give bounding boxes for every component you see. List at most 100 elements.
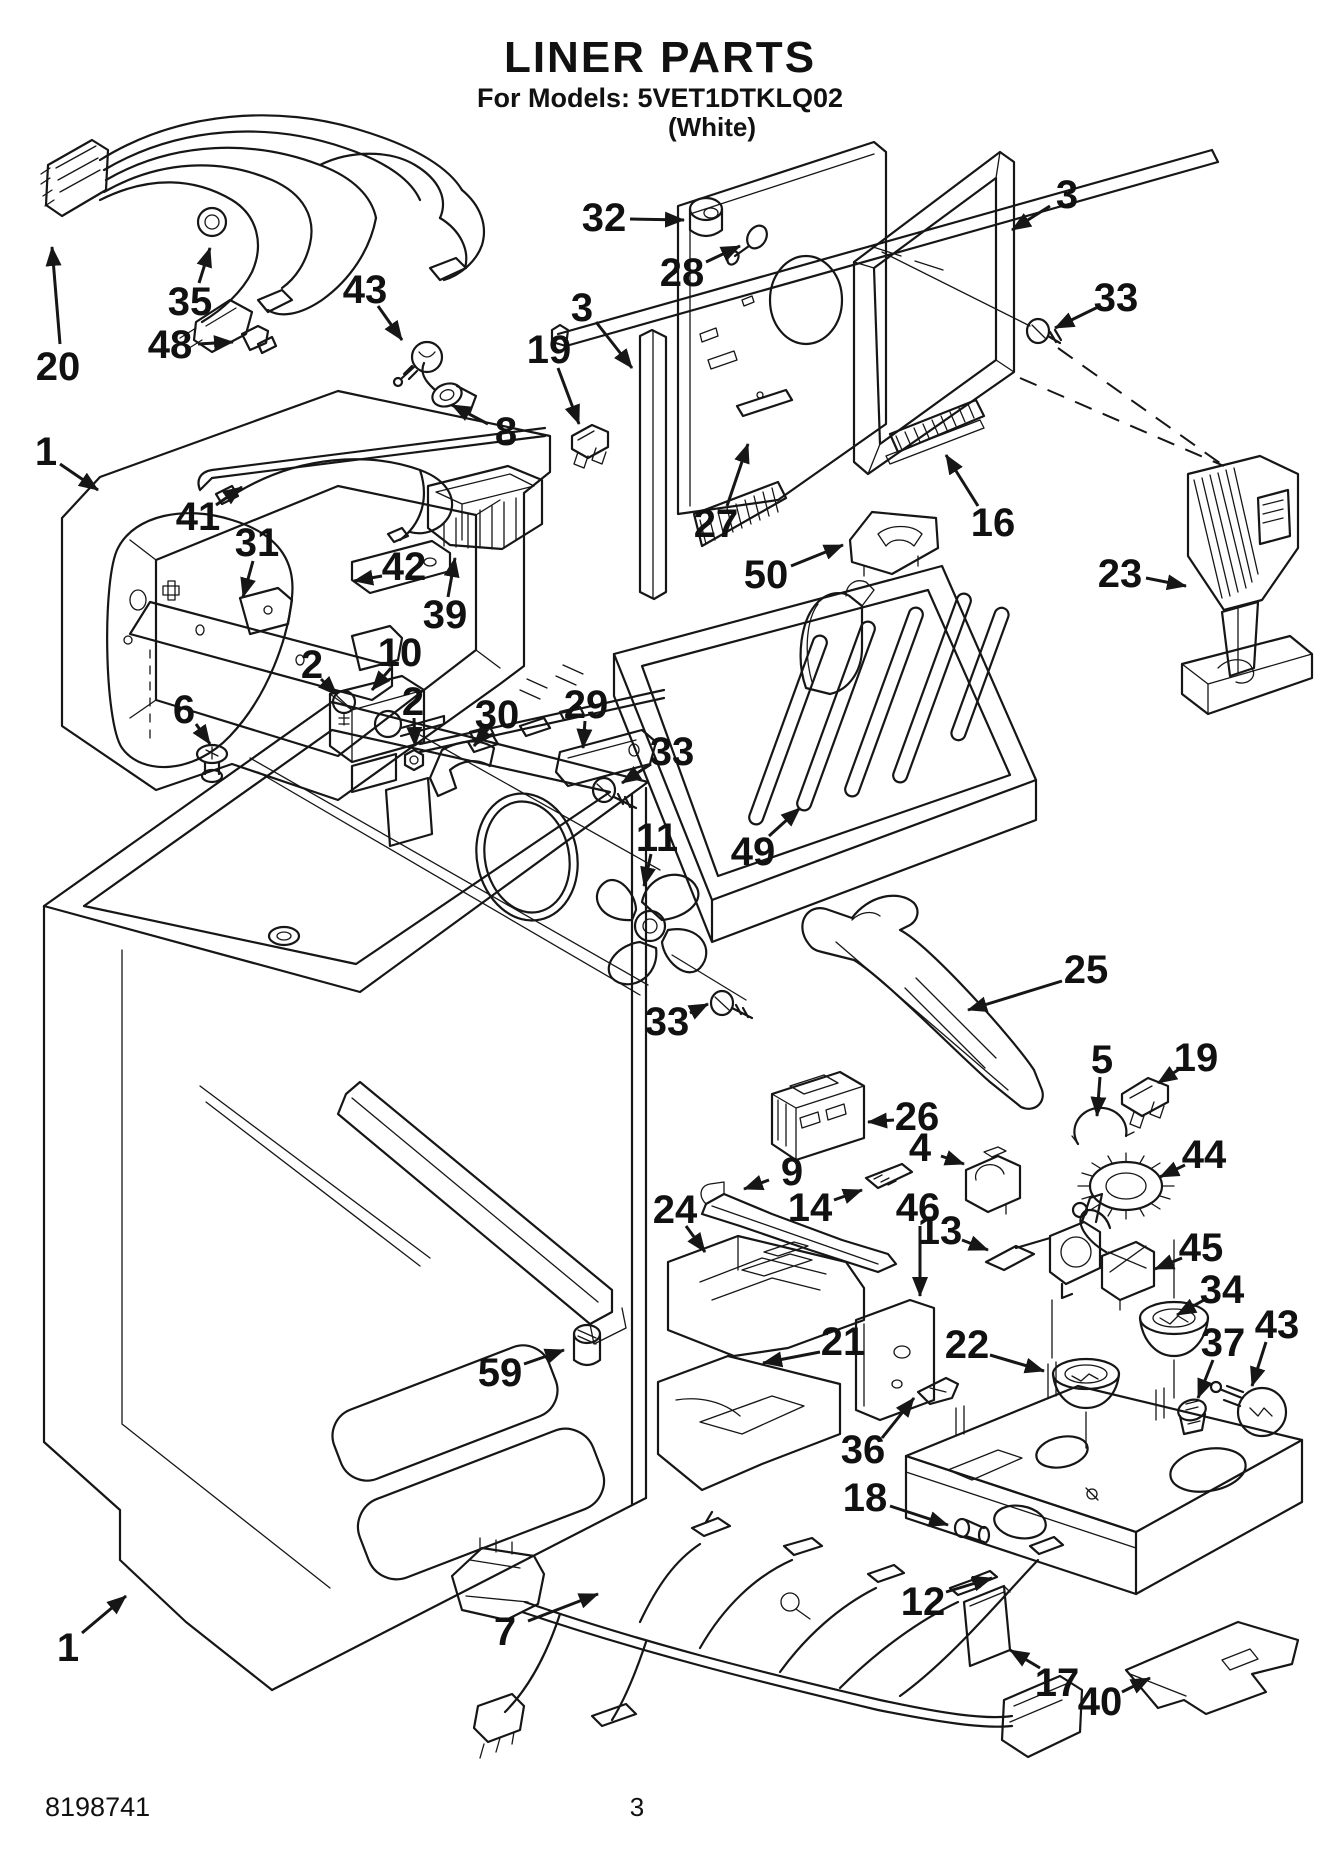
callout-leader-2-left [317, 675, 339, 697]
callout-leader-59 [523, 1348, 565, 1366]
callout-5: 5 [1090, 1038, 1113, 1117]
callout-leader-41 [215, 485, 243, 507]
color-note: (White) [668, 112, 756, 142]
callout-number-2-left: 2 [301, 643, 323, 687]
callout-2-right: 2 [402, 680, 424, 747]
callout-leader-39 [443, 557, 460, 598]
callout-46: 46 [896, 1186, 941, 1297]
callout-23: 23 [1098, 552, 1187, 596]
callout-leader-9 [743, 1175, 770, 1191]
evaporator-tray-drawing [612, 510, 1038, 944]
air-duct-drawing [656, 1162, 936, 1492]
callout-number-6: 6 [173, 688, 195, 732]
callout-number-24: 24 [653, 1188, 698, 1232]
callout-number-34: 34 [1200, 1268, 1245, 1312]
callout-number-46: 46 [896, 1186, 941, 1230]
callout-number-23: 23 [1098, 552, 1143, 596]
callout-number-19-low: 19 [1174, 1036, 1219, 1080]
callout-leader-16 [944, 454, 980, 507]
callout-leader-34 [1176, 1298, 1205, 1317]
callout-number-11: 11 [636, 816, 678, 860]
callout-28: 28 [660, 244, 741, 295]
callout-leader-33-mid [621, 762, 652, 785]
callout-number-13: 13 [918, 1209, 963, 1253]
callout-2-left: 2 [301, 643, 339, 697]
callout-leader-49 [767, 806, 802, 838]
callout-leader-19-low [1157, 1065, 1182, 1085]
back-panel-drawing [550, 140, 1225, 601]
callout-leader-10 [370, 667, 393, 691]
callout-leader-3-left [594, 321, 634, 369]
callout-number-44: 44 [1182, 1133, 1227, 1177]
callout-number-43-low: 43 [1255, 1303, 1300, 1347]
callout-leader-31 [240, 560, 256, 598]
callout-leader-6 [192, 723, 212, 745]
callout-number-29: 29 [564, 683, 609, 727]
callout-1-top: 1 [35, 430, 99, 492]
callout-number-2-right: 2 [402, 680, 424, 724]
callout-19-low: 19 [1157, 1036, 1219, 1085]
callout-leader-13 [961, 1235, 989, 1252]
callout-10: 10 [370, 631, 423, 691]
callout-leader-37 [1196, 1359, 1215, 1399]
callout-number-5: 5 [1091, 1038, 1113, 1082]
models-line: For Models: 5VET1DTKLQ02 [477, 83, 843, 113]
callout-33-top: 33 [1054, 276, 1139, 330]
callout-number-48: 48 [148, 323, 193, 367]
callout-leader-33-low [687, 1002, 709, 1020]
callout-1-bottom: 1 [57, 1594, 127, 1670]
callout-34: 34 [1176, 1268, 1245, 1317]
callout-leader-12 [945, 1575, 993, 1594]
callout-43-top: 43 [343, 268, 404, 341]
callout-number-7: 7 [494, 1610, 516, 1654]
callout-number-28: 28 [660, 251, 705, 295]
callout-33-low: 33 [645, 1000, 709, 1044]
callout-number-1-top: 1 [35, 430, 57, 474]
callout-44: 44 [1159, 1133, 1227, 1179]
callout-18: 18 [843, 1476, 949, 1527]
callout-number-43-top: 43 [343, 268, 388, 312]
callout-leader-35 [196, 247, 212, 284]
callout-number-10: 10 [378, 631, 423, 675]
callout-leader-30 [472, 726, 493, 747]
callout-number-3-right: 3 [1056, 173, 1078, 217]
callout-leader-36 [880, 1397, 916, 1439]
callout-number-4: 4 [909, 1126, 932, 1170]
callout-13: 13 [918, 1209, 989, 1253]
top-harness-drawing [40, 114, 610, 469]
callout-26: 26 [867, 1095, 939, 1139]
callout-number-40: 40 [1078, 1680, 1123, 1724]
callout-leader-42 [353, 569, 383, 586]
callout-number-30: 30 [475, 693, 520, 737]
callout-number-32: 32 [582, 196, 627, 240]
callout-leader-14 [833, 1188, 863, 1204]
callout-leader-33-top [1054, 305, 1099, 330]
callout-number-50: 50 [744, 553, 789, 597]
page-number: 3 [630, 1792, 644, 1822]
callout-number-22: 22 [945, 1323, 990, 1367]
callout-40: 40 [1078, 1676, 1151, 1724]
callout-3-left: 3 [571, 286, 634, 369]
callout-number-33-top: 33 [1094, 276, 1139, 320]
callout-19-top: 19 [527, 328, 581, 425]
callout-32: 32 [582, 196, 685, 240]
callout-number-12: 12 [901, 1580, 946, 1624]
callout-leader-50 [790, 543, 844, 568]
callout-number-20: 20 [36, 345, 81, 389]
support-bracket-drawing [801, 894, 1044, 1110]
callout-25: 25 [967, 948, 1108, 1013]
callout-number-33-mid: 33 [650, 730, 695, 774]
callout-leader-3-right [1011, 204, 1051, 232]
callout-number-18: 18 [843, 1476, 888, 1520]
callout-leader-28 [705, 244, 741, 264]
callout-17: 17 [1009, 1648, 1079, 1705]
callout-leader-4 [940, 1150, 965, 1166]
callout-45: 45 [1154, 1226, 1223, 1271]
callout-49: 49 [731, 806, 802, 874]
callout-leader-20 [45, 246, 62, 345]
callout-number-1-bottom: 1 [57, 1626, 79, 1670]
callout-30: 30 [472, 693, 520, 747]
callout-leader-32 [629, 211, 685, 228]
